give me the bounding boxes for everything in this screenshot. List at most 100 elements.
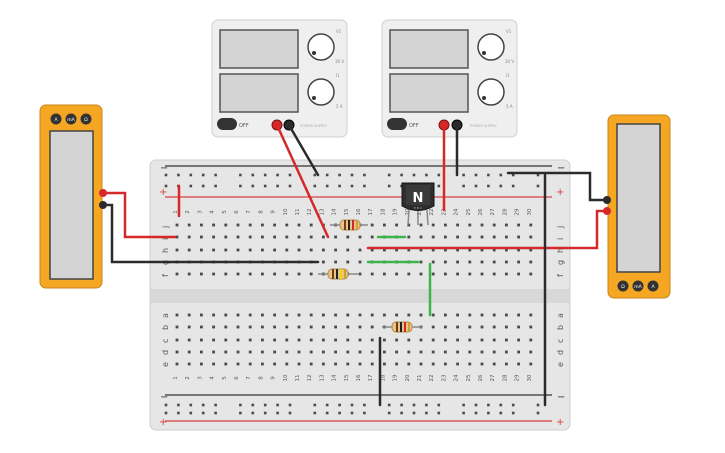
terminal-hole[interactable]	[529, 313, 533, 317]
terminal-hole[interactable]	[370, 313, 374, 317]
terminal-hole[interactable]	[187, 362, 191, 366]
terminal-hole[interactable]	[419, 248, 423, 252]
rail-hole[interactable]	[251, 403, 255, 407]
multimeter-left[interactable]: A mA Ω	[39, 104, 107, 289]
terminal-hole[interactable]	[517, 325, 520, 329]
terminal-hole[interactable]	[248, 362, 252, 366]
terminal-hole[interactable]	[468, 338, 472, 342]
rail-hole[interactable]	[511, 184, 515, 188]
terminal-hole[interactable]	[529, 248, 533, 252]
terminal-hole[interactable]	[175, 272, 179, 276]
terminal-hole[interactable]	[297, 235, 301, 239]
terminal-hole[interactable]	[358, 362, 362, 366]
terminal-hole[interactable]	[346, 313, 350, 317]
terminal-hole[interactable]	[444, 313, 447, 317]
terminal-hole[interactable]	[480, 325, 484, 329]
terminal-hole[interactable]	[273, 223, 276, 227]
terminal-hole[interactable]	[261, 338, 264, 342]
terminal-hole[interactable]	[285, 248, 289, 252]
rail-hole[interactable]	[499, 411, 503, 415]
terminal-hole[interactable]	[456, 350, 459, 354]
multimeter-left-button-a[interactable]	[50, 113, 62, 125]
rail-hole[interactable]	[536, 184, 540, 188]
rail-hole[interactable]	[363, 403, 366, 407]
terminal-hole[interactable]	[309, 362, 313, 366]
terminal-hole[interactable]	[297, 223, 301, 227]
power-supply-1[interactable]: V1 30 V I1 5 A OFF POWER SUPPLY	[211, 19, 348, 138]
terminal-hole[interactable]	[407, 313, 411, 317]
terminal-hole[interactable]	[212, 362, 215, 366]
terminal-hole[interactable]	[248, 350, 252, 354]
rail-hole[interactable]	[313, 403, 317, 407]
terminal-hole[interactable]	[200, 223, 203, 227]
terminal-hole[interactable]	[297, 338, 301, 342]
rail-hole[interactable]	[276, 173, 279, 177]
rail-hole[interactable]	[437, 173, 441, 177]
rail-hole[interactable]	[263, 184, 267, 188]
terminal-hole[interactable]	[273, 362, 276, 366]
terminal-hole[interactable]	[175, 223, 179, 227]
terminal-hole[interactable]	[224, 350, 228, 354]
rail-hole[interactable]	[474, 184, 478, 188]
rail-hole[interactable]	[437, 411, 441, 415]
terminal-hole[interactable]	[261, 325, 264, 329]
supply-1-off-button[interactable]	[217, 118, 237, 130]
terminal-hole[interactable]	[431, 325, 435, 329]
terminal-hole[interactable]	[309, 350, 313, 354]
terminal-hole[interactable]	[456, 313, 459, 317]
terminal-hole[interactable]	[248, 248, 252, 252]
rail-hole[interactable]	[499, 403, 503, 407]
rail-hole[interactable]	[387, 403, 391, 407]
terminal-hole[interactable]	[517, 362, 520, 366]
rail-hole[interactable]	[425, 403, 428, 407]
terminal-hole[interactable]	[346, 325, 350, 329]
terminal-hole[interactable]	[224, 248, 228, 252]
rail-hole[interactable]	[338, 173, 341, 177]
terminal-hole[interactable]	[309, 272, 313, 276]
terminal-hole[interactable]	[456, 235, 459, 239]
resistors[interactable]	[318, 219, 422, 333]
terminal-hole[interactable]	[358, 338, 362, 342]
terminal-hole[interactable]	[261, 313, 264, 317]
terminal-hole[interactable]	[346, 248, 350, 252]
terminal-hole[interactable]	[492, 223, 496, 227]
terminal-hole[interactable]	[529, 350, 533, 354]
terminal-hole[interactable]	[480, 338, 484, 342]
rail-hole[interactable]	[313, 184, 317, 188]
terminal-hole[interactable]	[529, 235, 533, 239]
terminal-hole[interactable]	[370, 223, 374, 227]
rail-hole[interactable]	[462, 403, 465, 407]
rail-hole[interactable]	[251, 173, 255, 177]
rail-hole[interactable]	[536, 173, 540, 177]
terminal-hole[interactable]	[309, 338, 313, 342]
wire-black-supply-1[interactable]	[287, 123, 320, 177]
terminal-hole[interactable]	[187, 223, 191, 227]
terminal-hole[interactable]	[175, 248, 179, 252]
terminal-hole[interactable]	[456, 338, 459, 342]
terminal-hole[interactable]	[285, 223, 289, 227]
transistor-npn[interactable]: N E B C	[401, 182, 435, 226]
terminal-hole[interactable]	[517, 248, 520, 252]
terminal-hole[interactable]	[431, 272, 435, 276]
rail-hole[interactable]	[425, 411, 428, 415]
terminal-hole[interactable]	[187, 248, 191, 252]
terminal-hole[interactable]	[395, 362, 398, 366]
wire-black-left-meter[interactable]	[101, 203, 320, 264]
terminal-hole[interactable]	[175, 362, 179, 366]
multimeter-right-button-a[interactable]	[647, 280, 659, 292]
rail-hole[interactable]	[177, 411, 180, 415]
terminal-hole[interactable]	[456, 272, 459, 276]
terminal-hole[interactable]	[175, 325, 179, 329]
terminal-hole[interactable]	[187, 272, 191, 276]
terminal-hole[interactable]	[297, 362, 301, 366]
rail-hole[interactable]	[189, 173, 193, 177]
terminal-hole[interactable]	[395, 313, 398, 317]
terminal-hole[interactable]	[419, 235, 423, 239]
terminal-hole[interactable]	[236, 325, 240, 329]
rail-hole[interactable]	[400, 173, 403, 177]
terminal-hole[interactable]	[273, 350, 276, 354]
terminal-hole[interactable]	[407, 350, 411, 354]
terminal-hole[interactable]	[468, 272, 472, 276]
rail-hole[interactable]	[263, 173, 267, 177]
resistor-3[interactable]	[382, 321, 422, 333]
